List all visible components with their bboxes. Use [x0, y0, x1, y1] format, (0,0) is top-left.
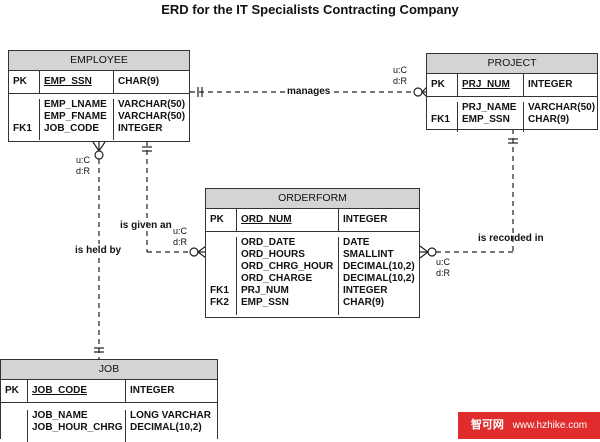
pk-name: EMP_SSN [44, 76, 92, 87]
pk-name: PRJ_NUM [462, 79, 510, 90]
pk-row: PK ORD_NUM INTEGER [206, 209, 419, 232]
attr-key: FK1 [210, 285, 229, 296]
diagram-title: ERD for the IT Specialists Contracting C… [161, 2, 459, 17]
attribute-rows: FK1 PRJ_NAME EMP_SSN VARCHAR(50) CHAR(9) [427, 97, 597, 132]
entity-job: JOB PK JOB_CODE INTEGER JOB_NAME JOB_HOU… [0, 359, 218, 442]
attr-key [210, 249, 236, 261]
attr-key [13, 111, 39, 123]
is-recorded-in-crow-upper [419, 245, 429, 253]
attr-key [210, 261, 236, 273]
is-held-by-crow-left [92, 141, 100, 152]
entity-orderform: ORDERFORM PK ORD_NUM INTEGER FK1 FK2 ORD… [205, 188, 420, 318]
attr-type: DECIMAL(10,2) [130, 422, 202, 433]
cardinality-delete: d:R [173, 237, 188, 247]
attr-type: CHAR(9) [528, 114, 570, 125]
pk-row: PK JOB_CODE INTEGER [1, 380, 217, 403]
is-given-an-crow-upper [197, 245, 207, 253]
cardinality-update: u:C [393, 65, 408, 75]
attr-type: VARCHAR(50) [118, 99, 186, 110]
is-held-by-crow-right [98, 141, 106, 152]
attr-type: DECIMAL(10,2) [343, 273, 415, 284]
watermark: 智可网 www.hzhike.com [458, 412, 600, 439]
relationship-manages-label: manages [285, 86, 333, 97]
pk-name: JOB_CODE [32, 385, 88, 396]
attr-key: FK1 [431, 114, 450, 125]
watermark-url: www.hzhike.com [512, 420, 588, 431]
entity-title: JOB [1, 360, 217, 380]
attr-type: LONG VARCHAR [130, 410, 211, 421]
attr-name: EMP_FNAME [44, 111, 107, 122]
attr-type: INTEGER [118, 123, 163, 134]
attr-name: EMP_SSN [241, 297, 289, 308]
attr-name: JOB_HOUR_CHRG [32, 422, 123, 433]
pk-type: INTEGER [528, 79, 573, 90]
attr-key [431, 102, 457, 114]
cardinality-update: u:C [436, 257, 451, 267]
attr-name: ORD_HOURS [241, 249, 305, 260]
relationship-is-given-an-label: is given an [120, 220, 172, 231]
pk-key: PK [13, 76, 27, 87]
attribute-rows: FK1 EMP_LNAME EMP_FNAME JOB_CODE VARCHAR… [9, 94, 189, 140]
attr-key [210, 273, 236, 285]
pk-key: PK [431, 79, 445, 90]
is-held-by-circle [94, 150, 104, 160]
is-given-an-crow-lower [197, 251, 207, 259]
attr-key: FK1 [13, 123, 32, 134]
attribute-rows: JOB_NAME JOB_HOUR_CHRG LONG VARCHAR DECI… [1, 403, 217, 442]
attr-name: ORD_DATE [241, 237, 296, 248]
attr-name: ORD_CHRG_HOUR [241, 261, 334, 272]
manages-optional-circle [413, 87, 423, 97]
cardinality-update: u:C [173, 226, 188, 236]
watermark-brand: 智可网 [470, 419, 504, 431]
attr-type: VARCHAR(50) [528, 102, 596, 113]
attr-name: JOB_CODE [44, 123, 100, 134]
entity-title: PROJECT [427, 54, 597, 74]
cardinality-employee: u:C d:R [76, 155, 90, 177]
attr-name: PRJ_NUM [241, 285, 289, 296]
entity-employee: EMPLOYEE PK EMP_SSN CHAR(9) FK1 EMP_LNAM… [8, 50, 190, 142]
pk-type: INTEGER [343, 214, 388, 225]
attr-type: DATE [343, 237, 370, 248]
is-given-an-circle [189, 247, 199, 257]
cardinality-delete: d:R [393, 76, 408, 86]
attr-key [210, 237, 236, 249]
attr-type: DECIMAL(10,2) [343, 261, 415, 272]
pk-key: PK [210, 214, 224, 225]
attr-key [5, 422, 27, 434]
is-recorded-in-crow-lower [419, 251, 429, 259]
entity-project: PROJECT PK PRJ_NUM INTEGER FK1 PRJ_NAME … [426, 53, 598, 132]
cardinality-orderform-right: u:C d:R [436, 257, 450, 279]
pk-type: CHAR(9) [118, 76, 160, 87]
cardinality-orderform-left: u:C d:R [173, 226, 187, 248]
attr-name: ORD_CHARGE [241, 273, 313, 284]
pk-row: PK EMP_SSN CHAR(9) [9, 71, 189, 94]
attr-type: INTEGER [343, 285, 388, 296]
relationship-is-recorded-in-label: is recorded in [478, 233, 544, 244]
attr-type: SMALLINT [343, 249, 394, 260]
attr-key [5, 410, 27, 422]
entity-title: ORDERFORM [206, 189, 419, 209]
cardinality-project: u:C d:R [393, 65, 407, 87]
attr-type: CHAR(9) [343, 297, 385, 308]
attr-key: FK2 [210, 297, 229, 308]
entity-title: EMPLOYEE [9, 51, 189, 71]
pk-name: ORD_NUM [241, 214, 292, 225]
attr-name: PRJ_NAME [462, 102, 517, 113]
cardinality-delete: d:R [76, 166, 91, 176]
attr-type: VARCHAR(50) [118, 111, 186, 122]
pk-key: PK [5, 385, 19, 396]
is-recorded-in-circle [427, 247, 437, 257]
attr-key [13, 99, 39, 111]
cardinality-update: u:C [76, 155, 91, 165]
attribute-rows: FK1 FK2 ORD_DATE ORD_HOURS ORD_CHRG_HOUR… [206, 232, 419, 315]
attr-name: EMP_SSN [462, 114, 510, 125]
attr-name: JOB_NAME [32, 410, 88, 421]
cardinality-delete: d:R [436, 268, 451, 278]
relationship-is-held-by-label: is held by [75, 244, 122, 257]
pk-row: PK PRJ_NUM INTEGER [427, 74, 597, 97]
pk-type: INTEGER [130, 385, 175, 396]
attr-name: EMP_LNAME [44, 99, 107, 110]
